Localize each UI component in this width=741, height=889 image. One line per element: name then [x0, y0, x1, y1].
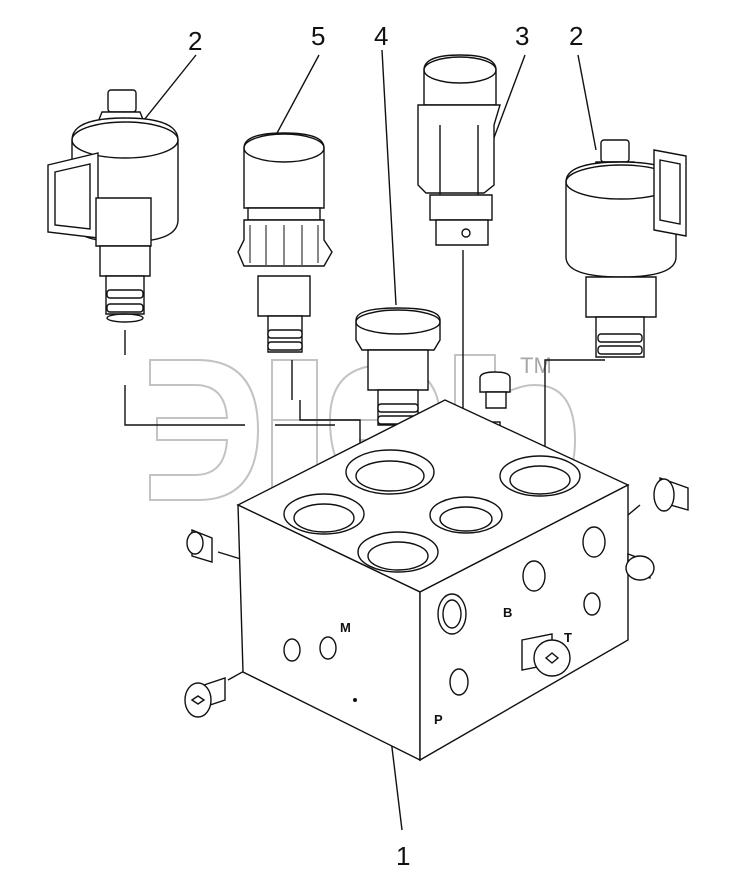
manifold-block: M B T P — [236, 399, 630, 762]
port-plugs — [184, 477, 689, 718]
valve-3 — [417, 54, 501, 246]
left-solenoid-valve — [47, 89, 179, 323]
callout-block: 1 — [396, 841, 410, 871]
callout-right-solenoid: 2 — [569, 21, 583, 51]
callout-valve-3: 3 — [515, 21, 529, 51]
port-label-b: B — [503, 605, 512, 620]
cartridge-valve-5 — [237, 132, 333, 353]
callout-relief-4: 4 — [374, 21, 388, 51]
port-label-t: T — [564, 630, 572, 645]
port-label-m: M — [340, 620, 351, 635]
port-label-p: P — [434, 712, 443, 727]
callout-cartridge-5: 5 — [311, 21, 325, 51]
callout-left-solenoid: 2 — [188, 26, 202, 56]
watermark-tm: TM — [520, 353, 552, 378]
relief-valve-4 — [355, 307, 441, 426]
right-solenoid-valve — [565, 139, 687, 358]
